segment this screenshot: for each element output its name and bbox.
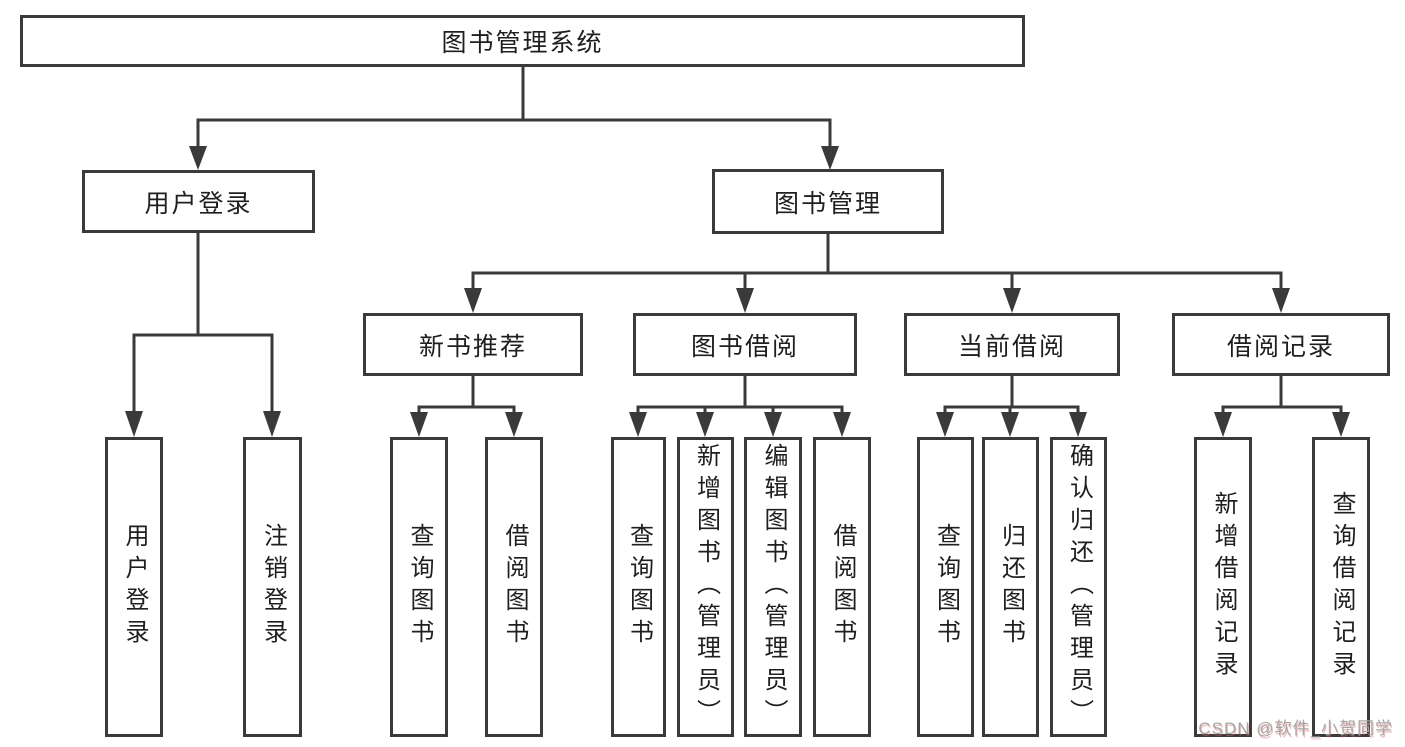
node-logout-label: 注销登录 — [259, 523, 287, 651]
node-root-label: 图书管理系统 — [441, 29, 604, 57]
node-book-management: 图书管理 — [712, 169, 944, 234]
node-query-borrow-record: 查询借阅记录 — [1312, 437, 1370, 737]
node-user-login-action: 用户登录 — [105, 437, 163, 737]
node-new-book-recommend: 新书推荐 — [363, 313, 583, 376]
connector-book-management-children — [464, 232, 1290, 313]
node-add-borrow-record: 新增借阅记录 — [1194, 437, 1252, 737]
connector-root-to-level2 — [189, 65, 839, 170]
node-current-borrow: 当前借阅 — [904, 313, 1120, 376]
node-root: 图书管理系统 — [20, 15, 1025, 67]
connector-borrow-records-children — [1214, 374, 1350, 437]
connector-book-borrow-children — [629, 374, 851, 437]
node-query-books-borrow: 查询图书 — [611, 437, 666, 737]
connector-new-book-recommend-children — [410, 374, 523, 437]
node-borrow-books-recommend-label: 借阅图书 — [501, 523, 528, 651]
connector-user-login-children — [125, 231, 281, 437]
node-logout: 注销登录 — [243, 437, 302, 737]
node-query-books-recommend-label: 查询图书 — [406, 523, 433, 651]
node-return-books-label: 归还图书 — [997, 523, 1025, 651]
node-query-books-current-label: 查询图书 — [932, 523, 960, 651]
node-book-borrow-label: 图书借阅 — [690, 332, 799, 361]
watermark: CSDN @软件_小贺同学 — [1198, 719, 1393, 738]
node-confirm-return-admin-label: 确认归还（管理员） — [1065, 443, 1093, 731]
node-add-borrow-record-label: 新增借阅记录 — [1210, 491, 1237, 683]
node-borrow-books: 借阅图书 — [813, 437, 871, 737]
node-borrow-records-label: 借阅记录 — [1226, 332, 1335, 361]
node-query-borrow-record-label: 查询借阅记录 — [1328, 491, 1355, 683]
node-query-books-recommend: 查询图书 — [390, 437, 448, 737]
node-user-login: 用户登录 — [82, 170, 315, 233]
node-confirm-return-admin: 确认归还（管理员） — [1050, 437, 1107, 737]
node-add-books-admin-label: 新增图书（管理员） — [692, 443, 720, 731]
node-user-login-label: 用户登录 — [144, 189, 253, 218]
node-borrow-books-recommend: 借阅图书 — [485, 437, 543, 737]
node-book-borrow: 图书借阅 — [633, 313, 857, 376]
node-query-books-current: 查询图书 — [917, 437, 974, 737]
node-borrow-books-label: 借阅图书 — [829, 523, 856, 651]
node-book-management-label: 图书管理 — [773, 189, 882, 218]
connector-current-borrow-children — [936, 374, 1087, 437]
node-current-borrow-label: 当前借阅 — [957, 332, 1066, 361]
node-return-books: 归还图书 — [982, 437, 1039, 737]
node-edit-books-admin-label: 编辑图书（管理员） — [760, 443, 787, 731]
node-borrow-records: 借阅记录 — [1172, 313, 1390, 376]
node-edit-books-admin: 编辑图书（管理员） — [744, 437, 802, 737]
node-new-book-recommend-label: 新书推荐 — [418, 332, 527, 361]
node-add-books-admin: 新增图书（管理员） — [677, 437, 734, 737]
node-query-books-borrow-label: 查询图书 — [625, 523, 653, 651]
node-user-login-action-label: 用户登录 — [121, 523, 148, 651]
